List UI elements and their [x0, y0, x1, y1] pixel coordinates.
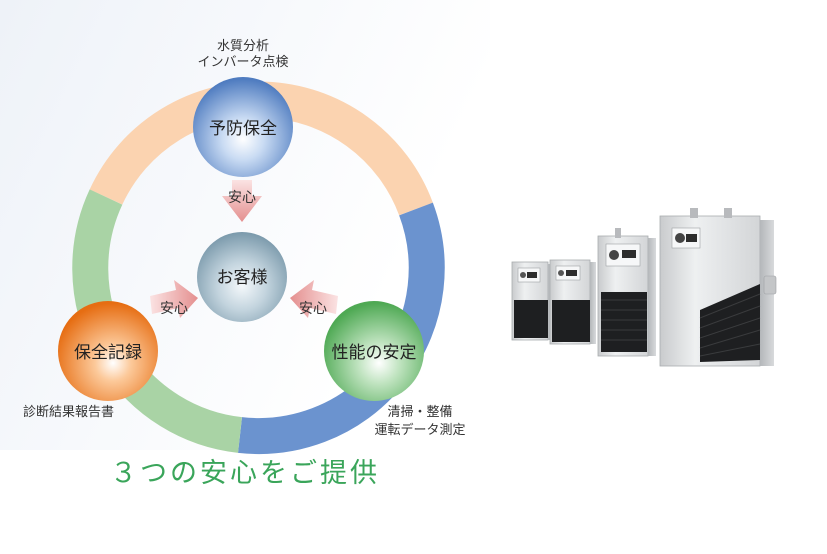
node-center-label: お客様	[217, 268, 268, 288]
dryer-unit-4	[659, 208, 777, 367]
note-left-1: 診断結果報告書	[23, 404, 114, 420]
node-right: 性能の安定	[324, 301, 424, 401]
node-left: 保全記録	[58, 301, 158, 401]
node-right-label: 性能の安定	[332, 343, 417, 363]
note-right-1: 清掃・整備	[387, 404, 452, 420]
node-top: 予防保全	[193, 77, 293, 177]
note-top-2: インバータ点検	[197, 55, 288, 70]
node-top-label: 予防保全	[209, 119, 277, 139]
arrow-right	[290, 280, 338, 318]
node-center: お客様	[197, 232, 287, 322]
arrow-top-label: 安心	[228, 190, 256, 206]
dryer-unit-2	[549, 259, 596, 345]
arrow-left-label: 安心	[160, 301, 188, 317]
note-right-2: 運転データ測定	[374, 422, 465, 438]
dryer-unit-3	[597, 228, 656, 357]
product-image	[511, 208, 777, 367]
arrow-top	[222, 180, 262, 222]
arrow-right-label: 安心	[299, 301, 327, 317]
dryer-unit-1	[511, 261, 554, 341]
arrow-left	[150, 280, 198, 318]
node-left-label: 保全記録	[74, 343, 142, 363]
caption: ３つの安心をご提供	[110, 458, 380, 489]
note-top-1: 水質分析	[217, 39, 269, 54]
